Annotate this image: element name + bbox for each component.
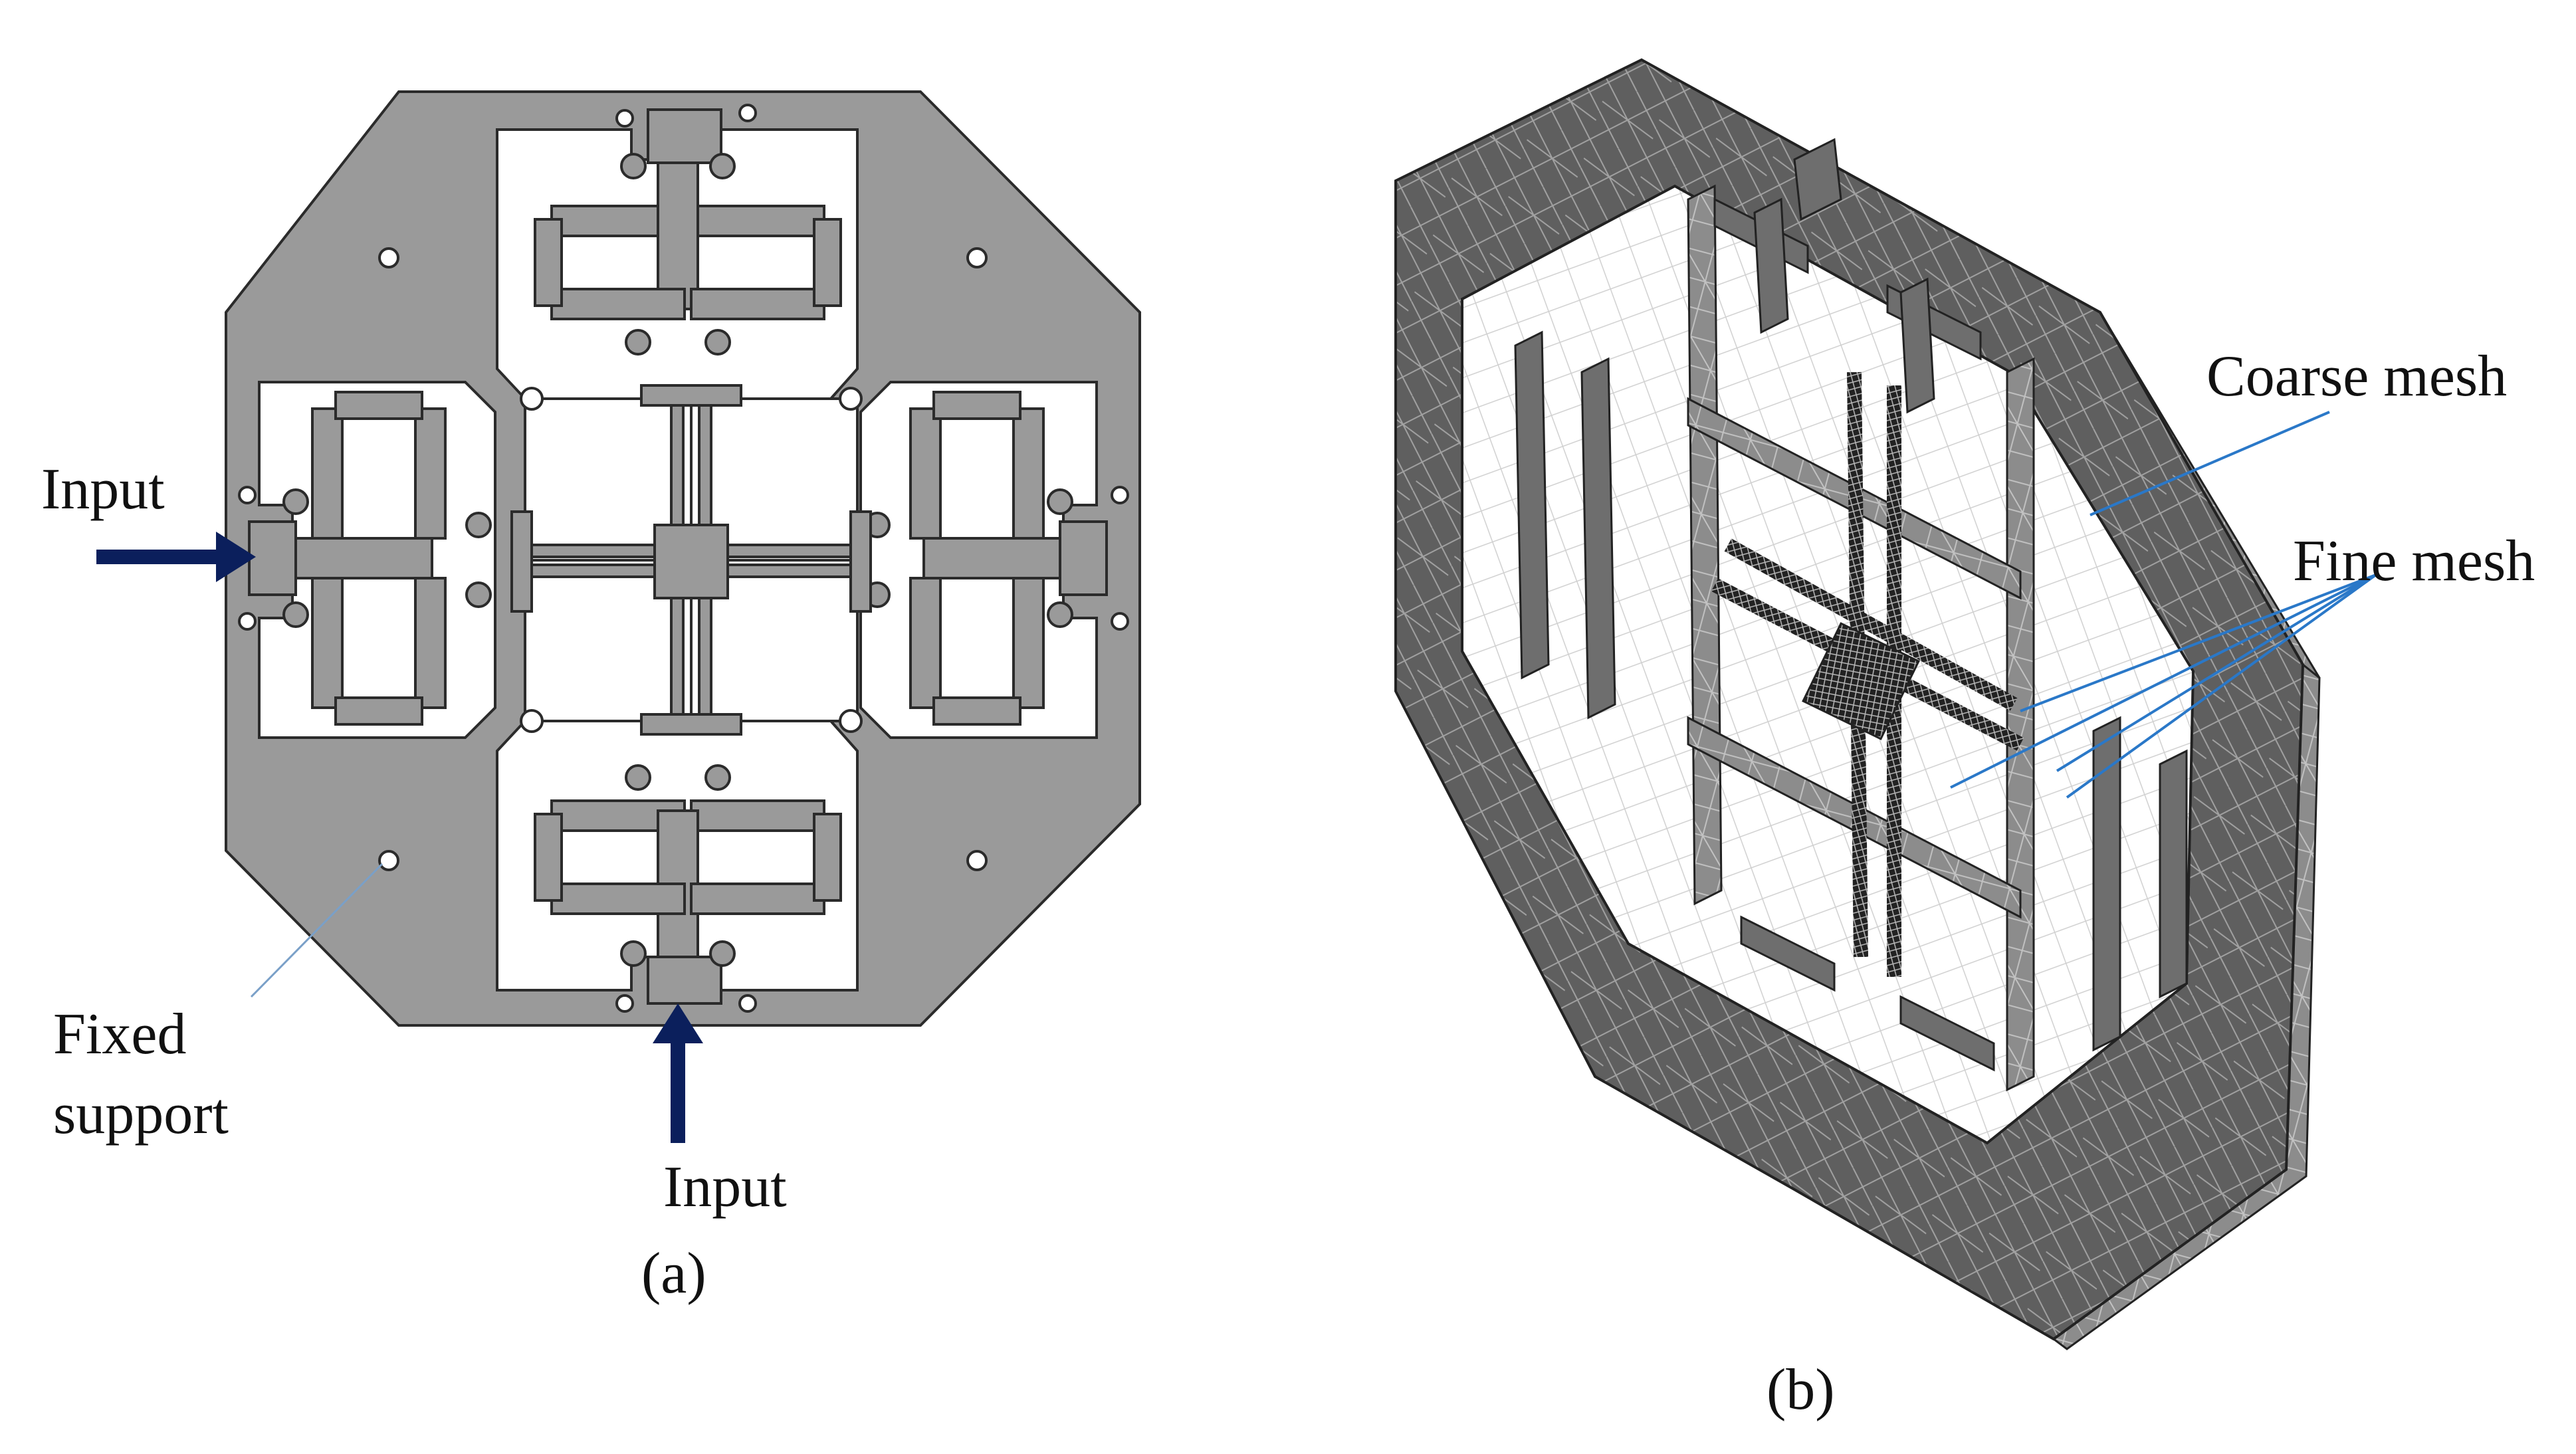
right-flexure (864, 391, 1108, 726)
fixed-support-label-line2: support (53, 1082, 229, 1146)
central-stage (510, 384, 872, 736)
input-bottom-label: Input (663, 1155, 787, 1219)
panel-a-drawing (225, 90, 1141, 1027)
fine-mesh-leader-4 (2066, 573, 2377, 799)
fine-mesh-label: Fine mesh (2293, 529, 2535, 593)
fixed-support-label-line1: Fixed (53, 1002, 186, 1067)
caption-a: (a) (641, 1241, 706, 1306)
fine-mesh-leader-2 (1950, 573, 2377, 789)
panel-b-mesh (1394, 58, 2321, 1350)
center-block (653, 524, 729, 599)
fine-mesh-leader-3 (2056, 573, 2377, 772)
bolt-holes (238, 104, 1129, 1013)
coarse-mesh-label: Coarse mesh (2206, 344, 2507, 409)
mesh-leaders (1950, 411, 2377, 799)
input-arrow-left (96, 532, 256, 582)
fine-mesh-leader-1 (2020, 573, 2377, 712)
coarse-mesh-leader (2090, 411, 2330, 516)
left-flexure (248, 391, 492, 726)
top-flexure (534, 108, 842, 356)
caption-b: (b) (1767, 1358, 1835, 1422)
mesh-center-block (1802, 622, 1920, 740)
input-arrow-bottom (653, 1003, 703, 1143)
mesh-flexures (1514, 138, 2188, 1072)
bottom-flexure (534, 764, 842, 1005)
input-left-label: Input (41, 457, 165, 522)
fixed-support-leader (250, 863, 383, 998)
